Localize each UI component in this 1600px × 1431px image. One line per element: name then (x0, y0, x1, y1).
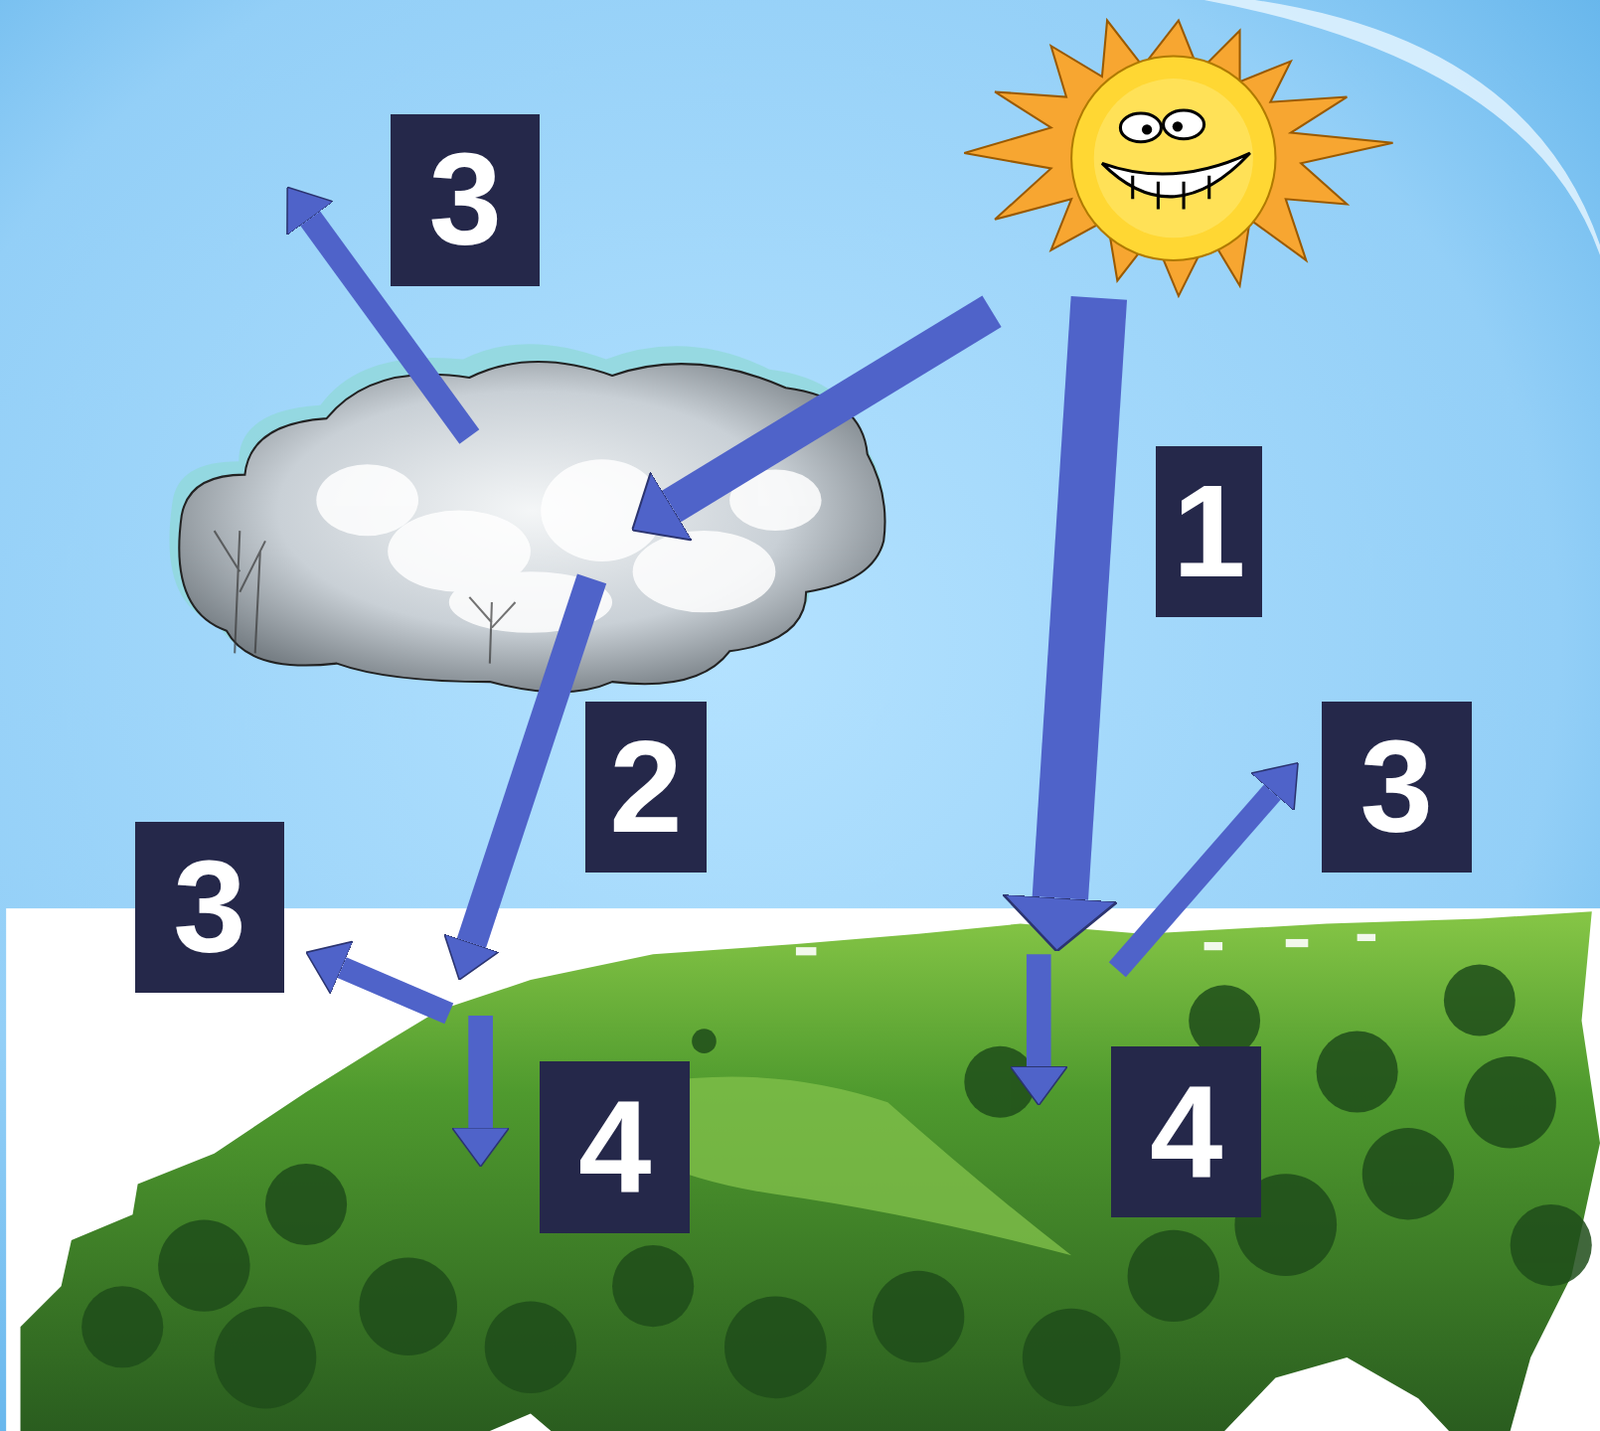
arrow-sun-ground (1060, 298, 1100, 899)
sun-disc (1071, 55, 1276, 260)
trees-part (214, 1306, 318, 1410)
callout-number: 3 (1359, 721, 1433, 853)
callout-number: 4 (1149, 1066, 1223, 1198)
trees-part (1463, 1056, 1556, 1148)
cloud-puffs-part (316, 464, 419, 536)
cloud-outline (178, 361, 885, 692)
houses-part (796, 947, 817, 956)
trees-part (612, 1245, 694, 1327)
trees-part (265, 1163, 347, 1246)
sun-face-part (1163, 110, 1205, 140)
trees-part (1362, 1127, 1454, 1220)
trees-part (81, 1285, 163, 1368)
sun-pupils-part (1172, 121, 1183, 132)
arrow-cloud-ground (471, 578, 592, 944)
sun-face-part (1102, 153, 1251, 197)
callout-box: 3 (390, 114, 540, 287)
houses-part (1204, 942, 1223, 951)
cloud-puffs-part (540, 459, 663, 562)
sun-face-part (1132, 175, 1210, 210)
cloud-trees-part (469, 597, 515, 664)
callout-number: 4 (578, 1081, 651, 1213)
cloud (168, 343, 885, 692)
cloud-puffs-part (633, 530, 777, 613)
arrows (310, 218, 1273, 1128)
trees (81, 964, 1593, 1410)
trees-part (1127, 1230, 1220, 1322)
trees-part (872, 1271, 964, 1363)
callout-box: 3 (135, 821, 286, 994)
callout-box: 3 (1321, 701, 1472, 874)
trees-part (1316, 1030, 1399, 1113)
trees-part (1022, 1308, 1121, 1408)
trees-part (963, 1046, 1036, 1119)
arrow-ground-down-left (468, 1015, 493, 1128)
sun-face-part (1120, 113, 1161, 143)
trees-part (691, 1028, 717, 1054)
callout-number: 3 (172, 841, 246, 973)
cloud-trees (214, 530, 516, 664)
callout-number: 2 (609, 721, 682, 853)
houses-part (1357, 934, 1376, 942)
trees-part (158, 1219, 250, 1311)
trees-part (1510, 1204, 1593, 1286)
callout-box: 2 (585, 701, 706, 874)
arrow-ground-down-right (1026, 954, 1052, 1067)
sun (963, 20, 1393, 297)
houses (796, 934, 1376, 957)
sun-rays (963, 20, 1393, 297)
cloud-trees-part (214, 530, 266, 653)
trees-part (484, 1301, 577, 1394)
arrow-ground-up-right (1117, 792, 1273, 970)
sun-face (1102, 110, 1251, 210)
sun-glow (1094, 78, 1254, 238)
trees-part (358, 1257, 458, 1356)
callout-box: 4 (539, 1061, 690, 1234)
sun-pupils (1141, 121, 1183, 135)
callout-number: 1 (1172, 466, 1246, 598)
callout-box: 4 (1111, 1046, 1262, 1219)
arrow-sun-cloud (671, 311, 992, 506)
sun-pupils-part (1141, 124, 1152, 135)
callout-box: 1 (1155, 446, 1263, 619)
callout-number: 3 (428, 134, 501, 266)
trees-part (1443, 964, 1516, 1037)
houses-part (1285, 939, 1309, 948)
arrow-ground-left (341, 967, 450, 1014)
trees-part (724, 1295, 827, 1399)
